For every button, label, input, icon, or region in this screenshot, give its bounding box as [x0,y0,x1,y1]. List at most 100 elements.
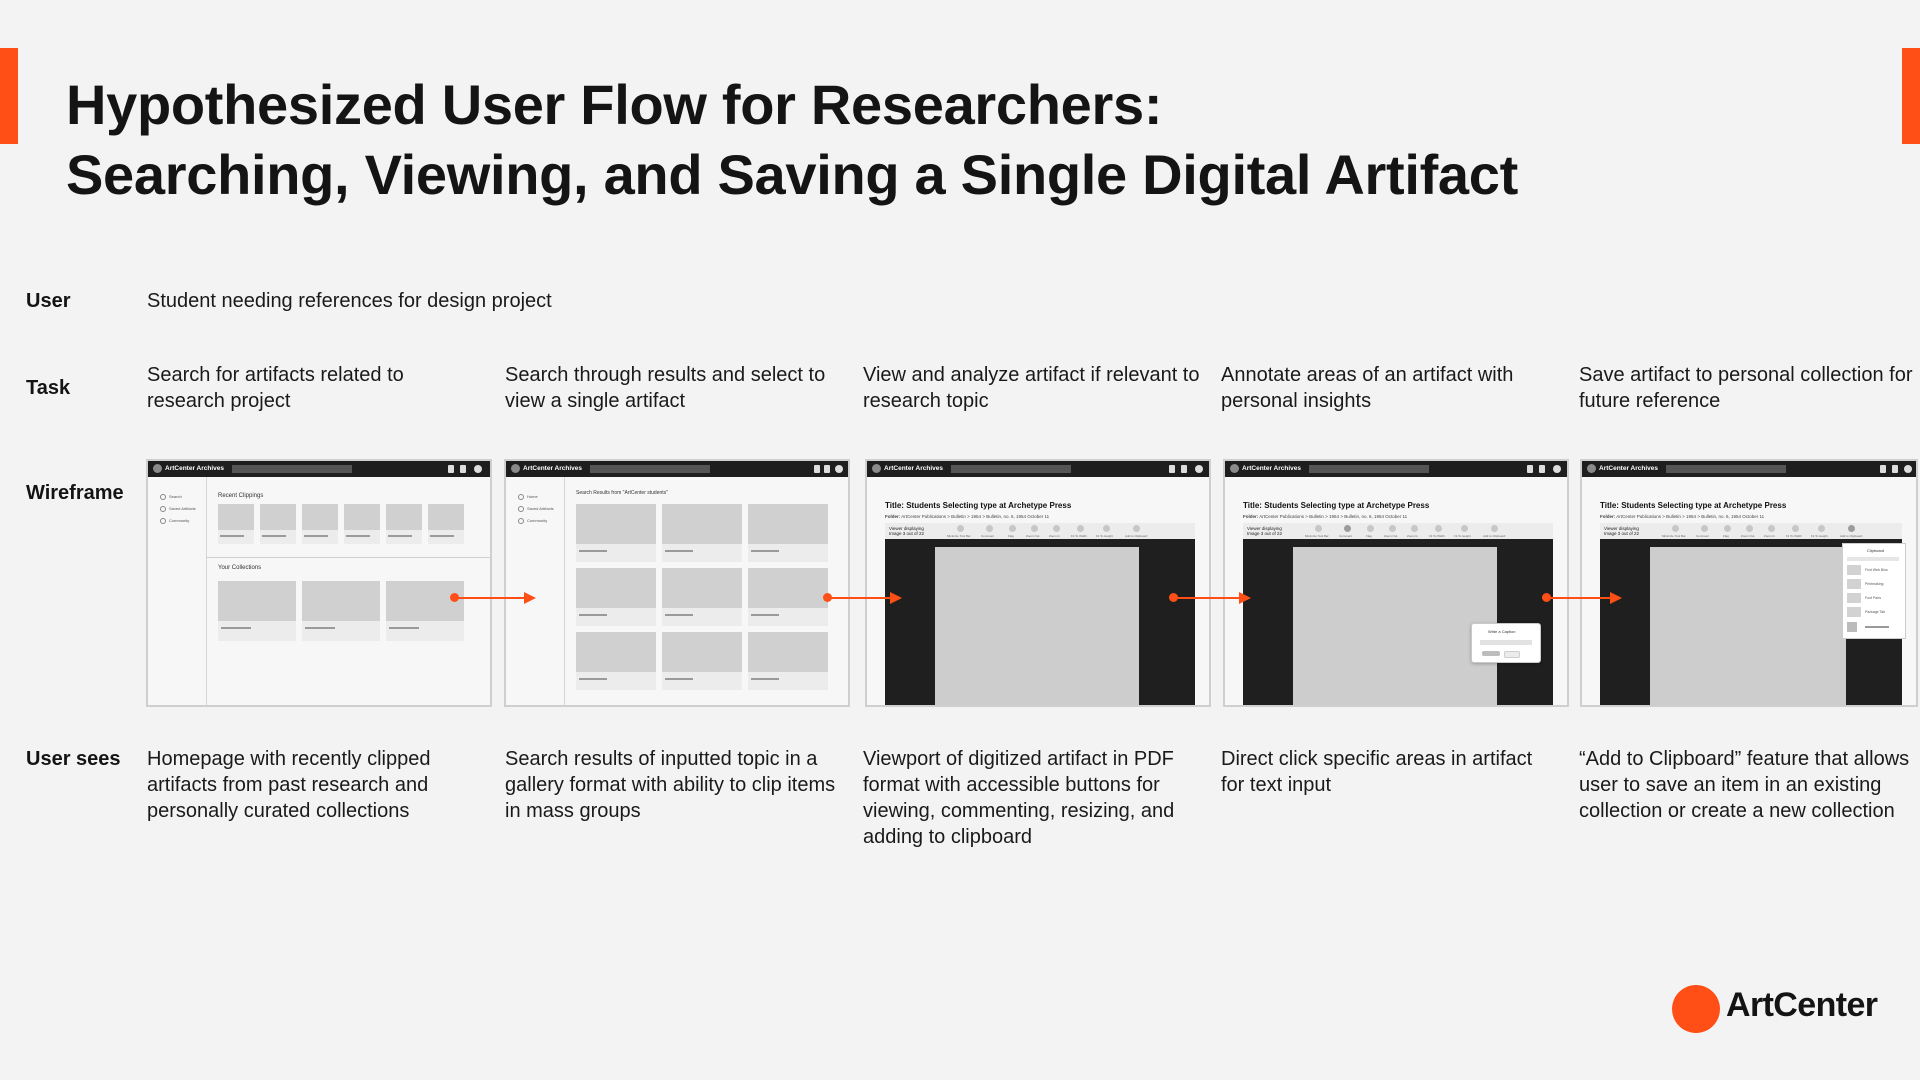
zoom-out-icon [1031,525,1038,532]
caption-popup-title: Write a Caption [1488,629,1516,634]
clipboard-item: Font Pairs [1847,593,1899,603]
tool-label: Flag [1723,534,1729,538]
comment-icon [986,525,993,532]
app-logo-icon [1230,464,1239,473]
clipping-meta [388,535,412,537]
wireframe-clipboard: ArtCenter Archives Title: Students Selec… [1580,459,1918,707]
row-label-wireframe: Wireframe [26,482,124,504]
sidebar-item-home: Home [518,494,538,500]
task-step-1: Search for artifacts related to research… [147,364,404,412]
bell-icon [448,465,454,473]
app-name: ArtCenter Archives [523,465,583,472]
flag-icon [1724,525,1731,532]
bell-icon [1539,465,1545,473]
collection-card [302,581,380,641]
fit-width-icon [1792,525,1799,532]
tool-label: Add to Clipboard [1840,534,1863,538]
row-label-user-sees: User sees [26,748,121,770]
bookmark-icon [460,465,466,473]
result-meta [665,678,693,680]
app-name: ArtCenter Archives [1242,465,1302,472]
tool-label: Add to Clipboard [1483,534,1506,538]
collection-meta [221,627,251,629]
bell-icon [824,465,830,473]
wireframe-sidebar: Home Saved Artifacts Community [506,477,565,705]
image-count: Image 3 out of 22 [889,531,925,536]
task-step-2: Search through results and select to vie… [505,364,826,412]
artifact-page [1293,547,1497,705]
fit-width-icon [1435,525,1442,532]
caption-input [1480,640,1532,645]
arrow-origin-dot [450,593,459,602]
result-card [748,504,828,562]
result-thumb [662,632,742,672]
new-collection-row [1847,622,1899,632]
viewer-text: Viewer displaying [1247,526,1282,531]
avatar-icon [1904,465,1912,473]
search-input [232,465,352,473]
comment-icon [1344,525,1351,532]
clipboard-icon [1491,525,1498,532]
clipboard-item-name: Find Web Bios [1865,568,1888,572]
app-logo-icon [872,464,881,473]
result-meta [751,614,779,616]
tool-label: Fit To Width [1429,534,1445,538]
new-collection-label [1865,626,1889,628]
tool-label: Zoom In [1049,534,1061,538]
viewer-text: Viewer displaying [1604,526,1639,531]
clipping-thumb [344,504,380,530]
fit-height-icon [1461,525,1468,532]
tool-label: Minimize Tool Bar [1662,534,1686,538]
search-input [1666,465,1786,473]
arrow-origin-dot [823,593,832,602]
app-name: ArtCenter Archives [165,465,225,472]
user-sees-step-3: Viewport of digitized artifact in PDF fo… [863,748,1175,848]
search-input [590,465,710,473]
wireframe-homepage: ArtCenter Archives Search Saved Artifact… [146,459,492,707]
fit-height-icon [1818,525,1825,532]
clipping-meta [262,535,286,537]
tool-label: Zoom Out [1741,534,1755,538]
fit-height-icon [1103,525,1110,532]
result-meta [751,550,779,552]
clipping-thumb [218,504,254,530]
flow-arrow-2 [823,592,902,604]
arrow-origin-dot [1169,593,1178,602]
clipboard-item-name: Printmaking [1865,582,1884,586]
tool-label: Fit To Height [1096,534,1113,538]
clipboard-panel-title: Clipboard [1867,548,1885,553]
tool-label: Comment [1696,534,1710,538]
result-card [748,568,828,626]
result-thumb [576,504,656,544]
app-logo-icon [153,464,162,473]
artifact-title: Title: Students Selecting type at Archet… [885,501,1072,510]
artifact-page [1650,547,1846,705]
result-meta [579,614,607,616]
wireframe-top-bar: ArtCenter Archives [1582,461,1916,477]
app-name: ArtCenter Archives [884,465,944,472]
result-thumb [748,504,828,544]
bell-icon [1181,465,1187,473]
result-card [576,568,656,626]
tool-label: Comment [1339,534,1353,538]
wireframe-top-bar: ArtCenter Archives [148,461,490,477]
clipping-thumb [386,504,422,530]
tool-label: Fit To Height [1811,534,1828,538]
tool-label: Minimize Tool Bar [1305,534,1329,538]
artifact-viewport [885,539,1195,705]
clipboard-panel: Clipboard Find Web Bios Printmaking Font… [1842,543,1906,639]
sidebar-item-community: Community [160,518,189,524]
avatar-icon [474,465,482,473]
result-thumb [748,632,828,672]
clipping-meta [220,535,244,537]
clipping-meta [346,535,370,537]
flow-arrow-4 [1542,592,1622,604]
clipping-card [386,504,422,544]
folder-path: ArtCenter Publications > Bulletin > 1954… [1616,514,1765,519]
result-meta [665,614,693,616]
clipboard-item-thumb [1847,579,1861,589]
user-sees-step-2: Search results of inputted topic in a ga… [505,748,836,822]
arrow-origin-dot [1542,593,1551,602]
